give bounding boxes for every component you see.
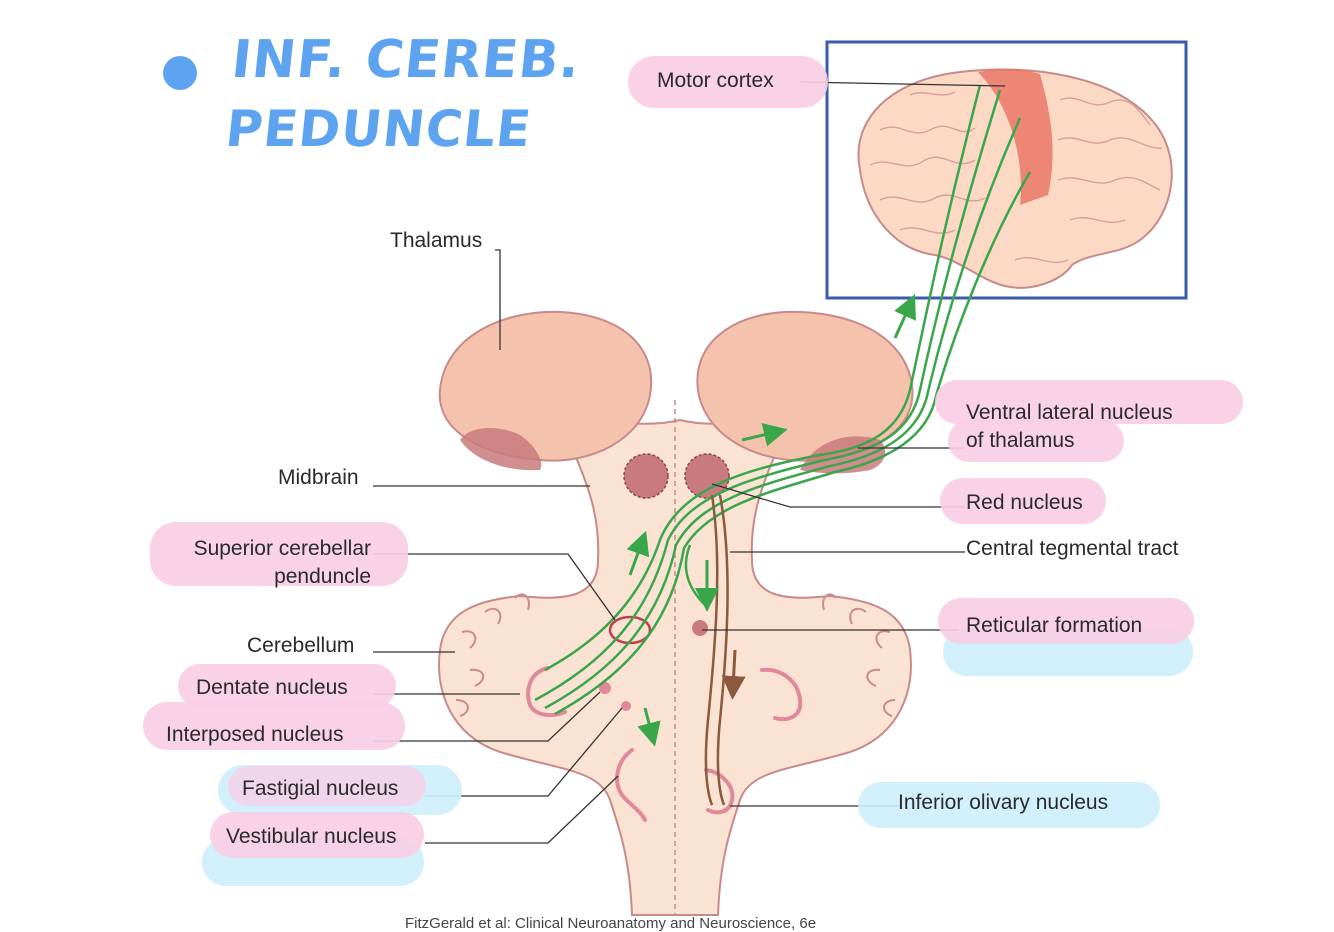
label-ventral-lateral-1: Ventral lateral nucleus bbox=[966, 400, 1173, 426]
arrow-down-olive bbox=[733, 650, 735, 688]
bullet-dot bbox=[163, 56, 197, 90]
label-fastigial-nucleus: Fastigial nucleus bbox=[242, 776, 398, 802]
label-thalamus: Thalamus bbox=[390, 228, 482, 254]
label-central-tegmental: Central tegmental tract bbox=[966, 536, 1178, 562]
brain-lateral-view bbox=[858, 69, 1171, 288]
label-motor-cortex: Motor cortex bbox=[657, 68, 774, 94]
label-ventral-lateral-2: of thalamus bbox=[966, 428, 1075, 454]
label-red-nucleus: Red nucleus bbox=[966, 490, 1083, 516]
label-interposed-nucleus: Interposed nucleus bbox=[166, 722, 343, 748]
reticular-formation-dot bbox=[692, 620, 708, 636]
label-reticular-formation: Reticular formation bbox=[966, 613, 1142, 639]
heading-line-2: PEDUNCLE bbox=[223, 100, 535, 158]
label-superior-cerebellar-2: penduncle bbox=[166, 564, 371, 590]
label-inferior-olivary: Inferior olivary nucleus bbox=[898, 790, 1108, 816]
label-midbrain: Midbrain bbox=[278, 465, 359, 491]
figure-credit: FitzGerald et al: Clinical Neuroanatomy … bbox=[405, 915, 816, 932]
label-superior-cerebellar-1: Superior cerebellar bbox=[166, 536, 371, 562]
heading-line-1: INF. CEREB. bbox=[229, 30, 584, 90]
red-nucleus-left bbox=[624, 454, 668, 498]
label-dentate-nucleus: Dentate nucleus bbox=[196, 675, 348, 701]
label-vestibular-nucleus: Vestibular nucleus bbox=[226, 824, 396, 850]
arrow-cortex bbox=[895, 305, 910, 338]
fastigial-nucleus-dot bbox=[621, 701, 631, 711]
label-cerebellum: Cerebellum bbox=[247, 633, 354, 659]
